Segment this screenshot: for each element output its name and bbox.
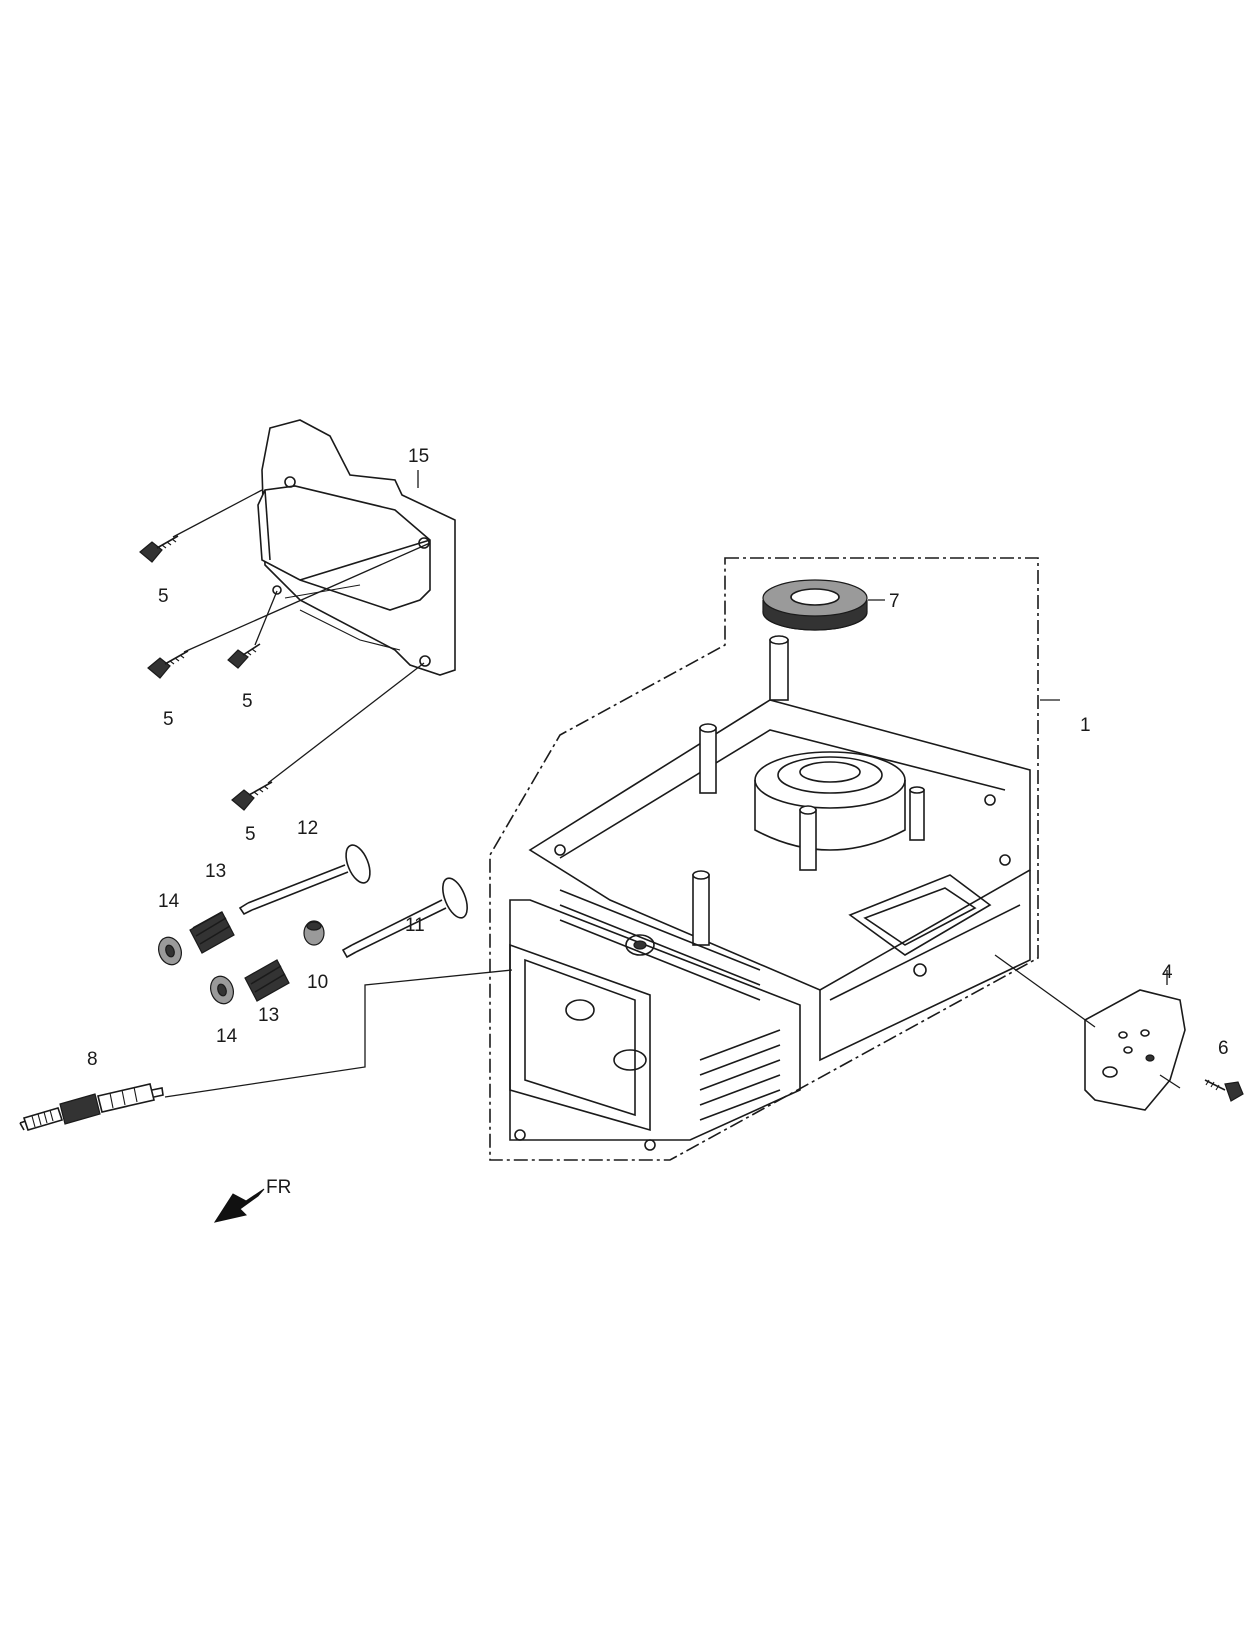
part-1-cylinder-block[interactable]: [489, 557, 1039, 1161]
callout-6: 6: [1218, 1038, 1229, 1059]
part-5-bolt-middle-right[interactable]: [227, 643, 261, 669]
part-13-valve-spring-lower[interactable]: [244, 959, 290, 1002]
callout-4: 4: [1162, 962, 1173, 983]
part-13-valve-spring-upper[interactable]: [189, 911, 235, 954]
callout-14-lower: 14: [216, 1026, 238, 1047]
part-8-spark-plug[interactable]: [19, 1083, 164, 1131]
part-5-bolt-middle-left[interactable]: [147, 650, 189, 679]
callout-10: 10: [307, 972, 328, 993]
callout-5-upper: 5: [158, 586, 169, 607]
part-14-spring-retainer-lower[interactable]: [207, 973, 237, 1007]
direction-label: FR: [266, 1177, 291, 1198]
part-5-bolt-lower[interactable]: [231, 781, 273, 811]
callout-1: 1: [1080, 715, 1091, 736]
callout-14-upper: 14: [158, 891, 180, 912]
callout-13-upper: 13: [205, 861, 226, 882]
part-5-bolt-upper-left[interactable]: [139, 535, 179, 563]
part-12-valve[interactable]: [238, 842, 375, 916]
callout-5-lower: 5: [245, 824, 256, 845]
part-4-breather-plate[interactable]: [1084, 989, 1186, 1111]
callout-11: 11: [405, 915, 425, 936]
callout-5-middle-left: 5: [163, 709, 174, 730]
callout-8: 8: [87, 1049, 98, 1070]
part-11-valve[interactable]: [341, 875, 472, 959]
front-direction-arrow-icon: [213, 1188, 265, 1223]
part-6-bolt[interactable]: [1204, 1079, 1244, 1102]
callout-5-middle-right: 5: [242, 691, 253, 712]
part-7-oil-seal[interactable]: [762, 579, 868, 631]
callout-12: 12: [297, 818, 318, 839]
callout-15: 15: [408, 446, 429, 467]
callout-13-lower: 13: [258, 1005, 279, 1026]
part-14-spring-retainer-upper[interactable]: [155, 934, 185, 968]
part-10-valve-stem-seal[interactable]: [303, 920, 325, 946]
assembly-leader-lines: [164, 470, 1181, 1098]
callout-7: 7: [889, 591, 900, 612]
part-15-head-cover[interactable]: [257, 419, 456, 676]
